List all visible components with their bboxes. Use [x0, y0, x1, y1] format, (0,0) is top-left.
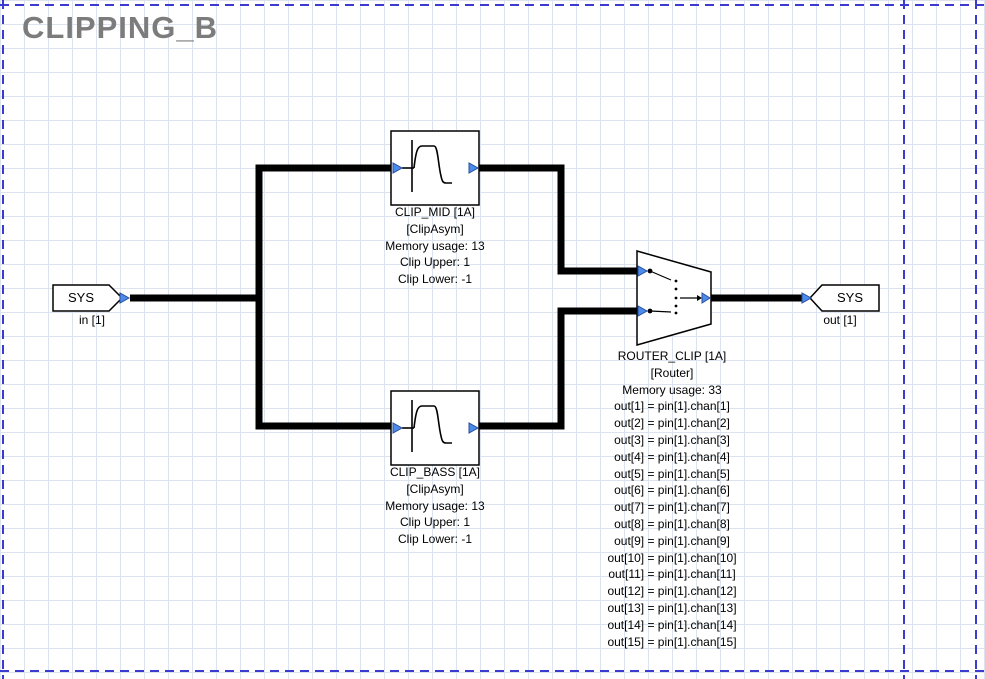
- clip-waveform-icon: [402, 400, 452, 452]
- clip-waveform-icon: [402, 140, 452, 192]
- router-body[interactable]: [636, 250, 712, 346]
- schematic-title: CLIPPING_B: [22, 10, 219, 45]
- input-port-output-pin-icon[interactable]: [119, 292, 131, 304]
- wire-branch-to-clippers[interactable]: [255, 164, 393, 430]
- clip-bass-name: CLIP_BASS [1A]: [389, 465, 481, 479]
- clip-bass-type: [ClipAsym]: [406, 481, 464, 496]
- output-port-sys[interactable]: SYS: [800, 284, 880, 312]
- router-param: out[9] = pin[1].chan[9]: [614, 533, 730, 548]
- router-param: out[1] = pin[1].chan[1]: [614, 399, 730, 414]
- router-param: out[3] = pin[1].chan[3]: [614, 432, 730, 447]
- router-caption: ROUTER_CLIP [1A] [Router] Memory usage: …: [582, 348, 762, 650]
- clip-mid-name: CLIP_MID [1A]: [394, 205, 476, 219]
- input-port-caption: in [1]: [78, 313, 105, 327]
- output-port-label: SYS: [836, 290, 863, 305]
- clip-mid-type: [ClipAsym]: [406, 221, 464, 236]
- clip-mid-input-pin-icon[interactable]: [392, 162, 404, 174]
- clip-bass-input-pin-icon[interactable]: [392, 422, 404, 434]
- router-type: [Router]: [650, 365, 694, 380]
- router-param: out[8] = pin[1].chan[8]: [614, 516, 730, 531]
- clip-mid-block[interactable]: [390, 130, 480, 206]
- router-param: out[10] = pin[1].chan[10]: [607, 550, 737, 565]
- clip-bass-output-pin-icon[interactable]: [468, 422, 480, 434]
- clip-bass-param: Memory usage: 13: [385, 498, 485, 513]
- router-param: out[12] = pin[1].chan[12]: [607, 584, 737, 599]
- clip-mid-param: Memory usage: 13: [385, 238, 485, 253]
- clip-mid-caption: CLIP_MID [1A] [ClipAsym] Memory usage: 1…: [355, 204, 515, 288]
- router-input-pin-2-icon[interactable]: [637, 305, 649, 317]
- input-port-label: SYS: [67, 290, 94, 305]
- router-glyph: [647, 268, 702, 315]
- router-param: out[15] = pin[1].chan[15]: [607, 634, 737, 649]
- input-port-sys[interactable]: SYS: [52, 284, 132, 312]
- wire-clipbass-to-router[interactable]: [476, 307, 640, 430]
- clip-mid-output-pin-icon[interactable]: [468, 162, 480, 174]
- clip-bass-param: Clip Upper: 1: [399, 515, 471, 530]
- input-port-shape[interactable]: [52, 284, 124, 312]
- router-param: out[14] = pin[1].chan[14]: [607, 617, 737, 632]
- router-param: out[13] = pin[1].chan[13]: [607, 600, 737, 615]
- router-param: out[6] = pin[1].chan[6]: [614, 483, 730, 498]
- router-param: out[11] = pin[1].chan[11]: [608, 567, 736, 582]
- wire-clipmid-to-router[interactable]: [476, 164, 640, 275]
- output-port-caption: out [1]: [823, 313, 857, 327]
- clip-bass-caption: CLIP_BASS [1A] [ClipAsym] Memory usage: …: [355, 464, 515, 548]
- router-output-pin-icon[interactable]: [701, 292, 711, 304]
- router-input-pin-1-icon[interactable]: [637, 265, 649, 277]
- router-clip-block[interactable]: [636, 250, 712, 346]
- clip-bass-block[interactable]: [390, 390, 480, 466]
- clip-bass-param: Clip Lower: -1: [397, 532, 473, 547]
- router-param: Memory usage: 33: [622, 382, 722, 397]
- router-param: out[4] = pin[1].chan[4]: [614, 449, 730, 464]
- router-param: out[5] = pin[1].chan[5]: [614, 466, 730, 481]
- clip-mid-param: Clip Lower: -1: [397, 272, 473, 287]
- router-param: out[2] = pin[1].chan[2]: [614, 416, 730, 431]
- clip-mid-param: Clip Upper: 1: [399, 255, 471, 270]
- output-port-shape[interactable]: [808, 284, 880, 312]
- router-param: out[7] = pin[1].chan[7]: [614, 500, 730, 515]
- router-name: ROUTER_CLIP [1A]: [617, 349, 727, 363]
- output-port-input-pin-icon[interactable]: [801, 292, 813, 304]
